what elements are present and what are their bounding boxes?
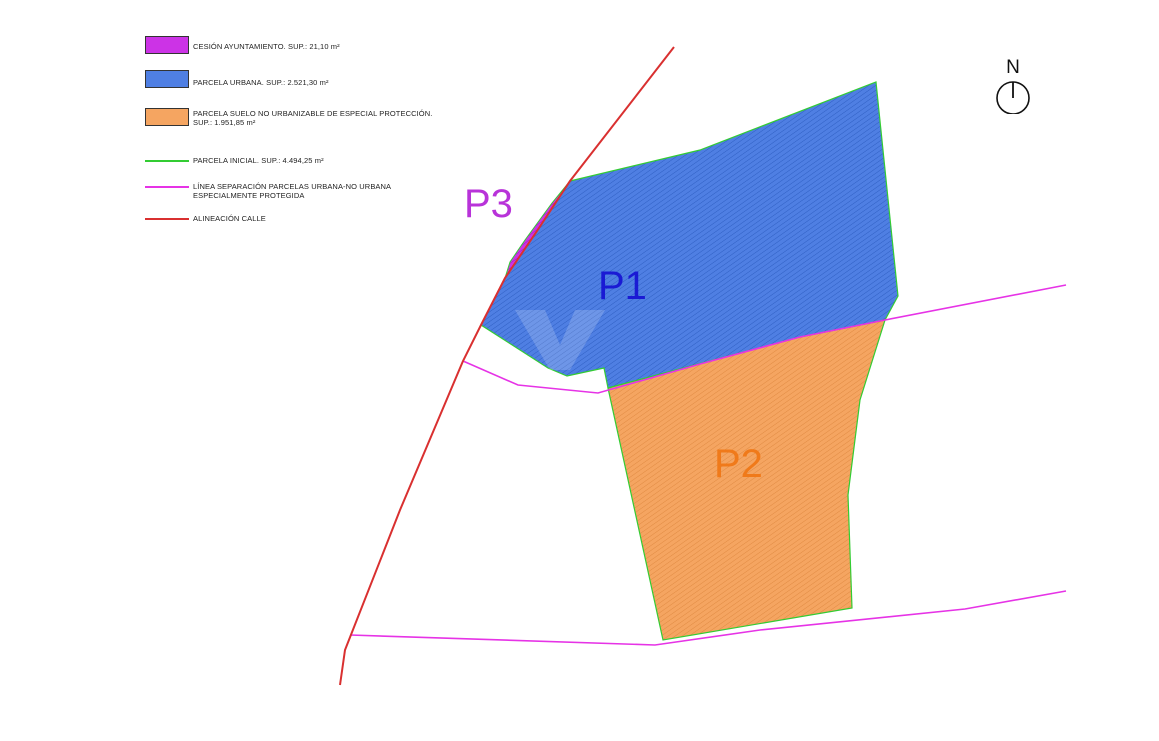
watermark [515, 310, 605, 370]
legend-label: PARCELA INICIAL. SUP.: 4.494,25 m² [193, 156, 324, 165]
legend-label: PARCELA SUELO NO URBANIZABLE DE ESPECIAL… [193, 109, 433, 118]
legend-item-inicial: PARCELA INICIAL. SUP.: 4.494,25 m² [145, 156, 324, 165]
legend-item-alineacion: ALINEACIÓN CALLE [145, 214, 266, 223]
north-label: N [1006, 57, 1020, 78]
urbana-swatch [145, 70, 189, 88]
legend-label: ALINEACIÓN CALLE [193, 214, 266, 223]
legend-label: PARCELA URBANA. SUP.: 2.521,30 m² [193, 78, 329, 87]
red-line-swatch [145, 218, 189, 220]
legend-label: LÍNEA SEPARACIÓN PARCELAS URBANA-NO URBA… [193, 182, 392, 191]
legend-item-urbana: PARCELA URBANA. SUP.: 2.521,30 m² [145, 70, 329, 88]
legend-label: CESIÓN AYUNTAMIENTO. SUP.: 21,10 m² [193, 42, 340, 51]
compass-icon [996, 81, 1030, 114]
separation-line-upper [462, 284, 1067, 394]
legend-label-2: SUP.: 1.951,85 m² [193, 118, 256, 127]
legend-item-suelo: PARCELA SUELO NO URBANIZABLE DE ESPECIAL… [145, 108, 432, 127]
separation-line-lower [349, 590, 1067, 646]
parcel-p1-label: P1 [598, 264, 647, 308]
parcel-p2-label: P2 [714, 442, 763, 486]
cesion-swatch [145, 36, 189, 54]
legend-item-cesion: CESIÓN AYUNTAMIENTO. SUP.: 21,10 m² [145, 36, 340, 54]
north-arrow: N [995, 58, 1031, 120]
suelo-swatch [145, 108, 189, 126]
street-alignment-line [339, 46, 675, 686]
legend-item-separacion: LÍNEA SEPARACIÓN PARCELAS URBANA-NO URBA… [145, 182, 391, 200]
legend-label-2: ESPECIALMENTE PROTEGIDA [193, 191, 305, 200]
magenta-line-swatch [145, 186, 189, 188]
green-line-swatch [145, 160, 189, 162]
parcel-p3-label: P3 [464, 182, 513, 226]
